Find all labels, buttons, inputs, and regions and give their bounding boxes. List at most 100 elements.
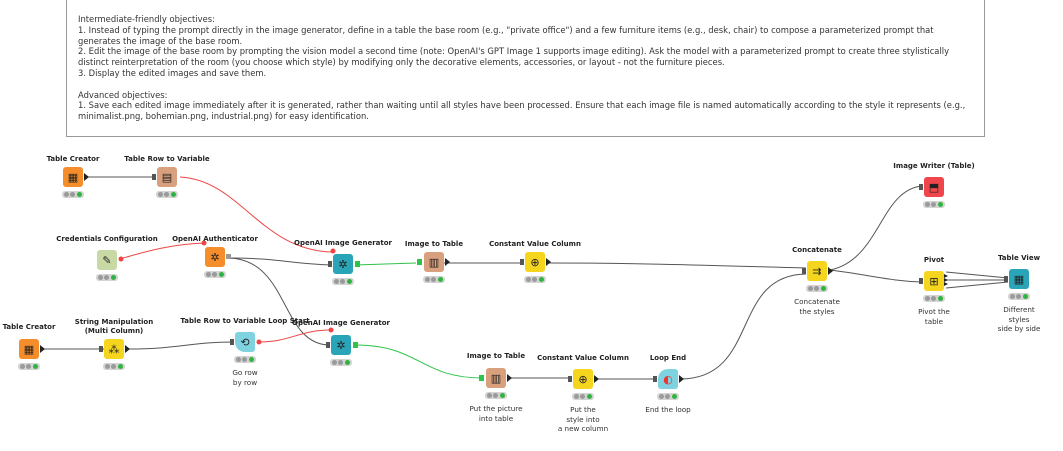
node-status <box>332 278 354 285</box>
node-glyph: ✎ <box>102 253 112 267</box>
node-title: Constant Value Column <box>489 240 581 248</box>
connection-wire <box>945 281 1009 289</box>
credentials-icon: ✎ <box>97 250 117 270</box>
connection-wire <box>354 262 417 266</box>
flow-variable-wire <box>119 242 205 260</box>
string-manipulation-icon: ⁂ <box>99 339 130 359</box>
node-description: Concatenate the styles <box>794 297 840 316</box>
node-status <box>103 363 125 370</box>
node-glyph: ⟲ <box>240 335 250 349</box>
node-glyph: ▦ <box>23 342 35 356</box>
node-glyph: ✲ <box>336 338 346 352</box>
node-openai-image-generator-2[interactable]: OpenAI Image Generator ✲ <box>286 319 396 366</box>
node-openai-image-generator-1[interactable]: OpenAI Image Generator ✲ <box>288 239 398 285</box>
flow-port-dot <box>330 248 336 254</box>
node-title: Image Writer (Table) <box>893 162 975 170</box>
node-table-view[interactable]: Table View ▦ Different styles side by si… <box>964 254 1063 334</box>
node-status <box>18 363 40 370</box>
node-status <box>923 201 945 208</box>
node-glyph: ▤ <box>161 170 173 184</box>
node-status <box>423 276 445 283</box>
connection-wire <box>127 341 235 350</box>
connection-wire <box>829 185 923 271</box>
node-title: Credentials Configuration <box>56 235 158 243</box>
connection-wire <box>354 344 484 379</box>
node-description: Pivot the table <box>918 307 950 326</box>
node-description: End the loop <box>645 405 691 414</box>
workflow-annotation: Intermediate-friendly objectives: 1. Ins… <box>66 0 985 137</box>
node-status <box>806 285 828 292</box>
table-view-icon: ▦ <box>1004 269 1029 289</box>
node-glyph: ⊕ <box>530 255 540 269</box>
node-string-manipulation[interactable]: String Manipulation (Multi Column) ⁂ <box>59 318 169 370</box>
node-constant-value-column-2[interactable]: Constant Value Column ⊕ Put the style in… <box>528 354 638 434</box>
node-table-row-to-variable[interactable]: Table Row to Variable ▤ <box>112 155 222 198</box>
node-pivot[interactable]: Pivot ⊞ Pivot the table <box>879 256 989 326</box>
node-title: Table Row to Variable Loop Start <box>180 317 310 325</box>
flow-variable-wire <box>258 329 331 343</box>
node-title: Table Creator <box>2 323 56 331</box>
node-table-creator-1[interactable]: Table Creator ▦ <box>18 155 128 198</box>
loop-start-icon: ⟲ <box>230 332 255 352</box>
node-status <box>524 276 546 283</box>
node-title: Table Creator <box>46 155 100 163</box>
image-writer-icon: ⬒ <box>919 177 944 197</box>
node-credentials-configuration[interactable]: Credentials Configuration ✎ <box>52 235 162 281</box>
flow-port-dot <box>328 327 334 333</box>
node-image-to-table-1[interactable]: Image to Table ▥ <box>379 240 489 283</box>
node-glyph: ▦ <box>1013 272 1025 286</box>
node-openai-authenticator[interactable]: OpenAI Authenticator ✲ <box>160 235 270 278</box>
image-to-table-icon: ▥ <box>479 368 512 388</box>
table-creator-icon: ▦ <box>19 339 45 359</box>
constant-column-icon: ⊕ <box>568 369 599 389</box>
node-status <box>1008 293 1030 300</box>
node-title: Constant Value Column <box>537 354 629 362</box>
annotation-line: 3. Display the edited images and save th… <box>78 67 267 78</box>
node-constant-value-column-1[interactable]: Constant Value Column ⊕ <box>480 240 590 283</box>
connection-wire <box>228 257 333 266</box>
flow-variable-wire <box>179 176 333 253</box>
row-to-variable-icon: ▤ <box>152 167 177 187</box>
pivot-icon: ⊞ <box>919 271 948 291</box>
node-table-creator-2[interactable]: Table Creator ▦ <box>0 323 84 370</box>
node-glyph: ◐ <box>663 372 673 386</box>
connection-wire <box>679 273 807 380</box>
annotation-line: Intermediate-friendly objectives: <box>78 14 215 24</box>
annotation-line: Advanced objectives: <box>78 89 168 100</box>
node-title: String Manipulation (Multi Column) <box>74 318 154 335</box>
annotation-line: 1. Instead of typing the prompt directly… <box>78 24 937 46</box>
connection-wire <box>228 257 331 346</box>
table-creator-icon: ▦ <box>63 167 89 187</box>
node-title: Image to Table <box>466 352 526 360</box>
node-title: Pivot <box>923 256 945 264</box>
node-concatenate[interactable]: Concatenate ⇉ Concatenate the styles <box>762 246 872 316</box>
node-loop-start[interactable]: Table Row to Variable Loop Start ⟲ Go ro… <box>180 317 309 387</box>
node-status <box>96 274 118 281</box>
node-status <box>330 359 352 366</box>
node-status <box>234 356 256 363</box>
node-glyph: ▦ <box>67 170 79 184</box>
node-image-to-table-2[interactable]: Image to Table ▥ Put the picture into ta… <box>441 352 551 423</box>
annotation-line: 1. Save each edited image immediately af… <box>78 100 968 122</box>
node-glyph: ✲ <box>210 250 220 264</box>
annotation-line: 2. Edit the image of the base room by pr… <box>78 46 952 68</box>
node-title: OpenAI Authenticator <box>172 235 258 243</box>
node-description: Go row by row <box>232 368 258 387</box>
node-glyph: ⇉ <box>812 264 822 278</box>
node-status <box>485 392 507 399</box>
node-status <box>657 393 679 400</box>
node-title: OpenAI Image Generator <box>294 239 392 247</box>
node-description: Different styles side by side <box>997 305 1041 333</box>
connection-wire <box>829 269 923 283</box>
node-glyph: ▥ <box>490 371 502 385</box>
flow-port-dot <box>201 240 207 246</box>
node-title: Concatenate <box>792 246 842 254</box>
node-title: Image to Table <box>404 240 464 248</box>
loop-end-icon: ◐ <box>653 369 684 389</box>
node-loop-end[interactable]: Loop End ◐ End the loop <box>613 354 723 415</box>
node-glyph: ⬒ <box>928 180 940 194</box>
node-glyph: ⊞ <box>929 274 939 288</box>
openai-icon: ✲ <box>205 247 231 267</box>
node-image-writer[interactable]: Image Writer (Table) ⬒ <box>879 162 989 208</box>
